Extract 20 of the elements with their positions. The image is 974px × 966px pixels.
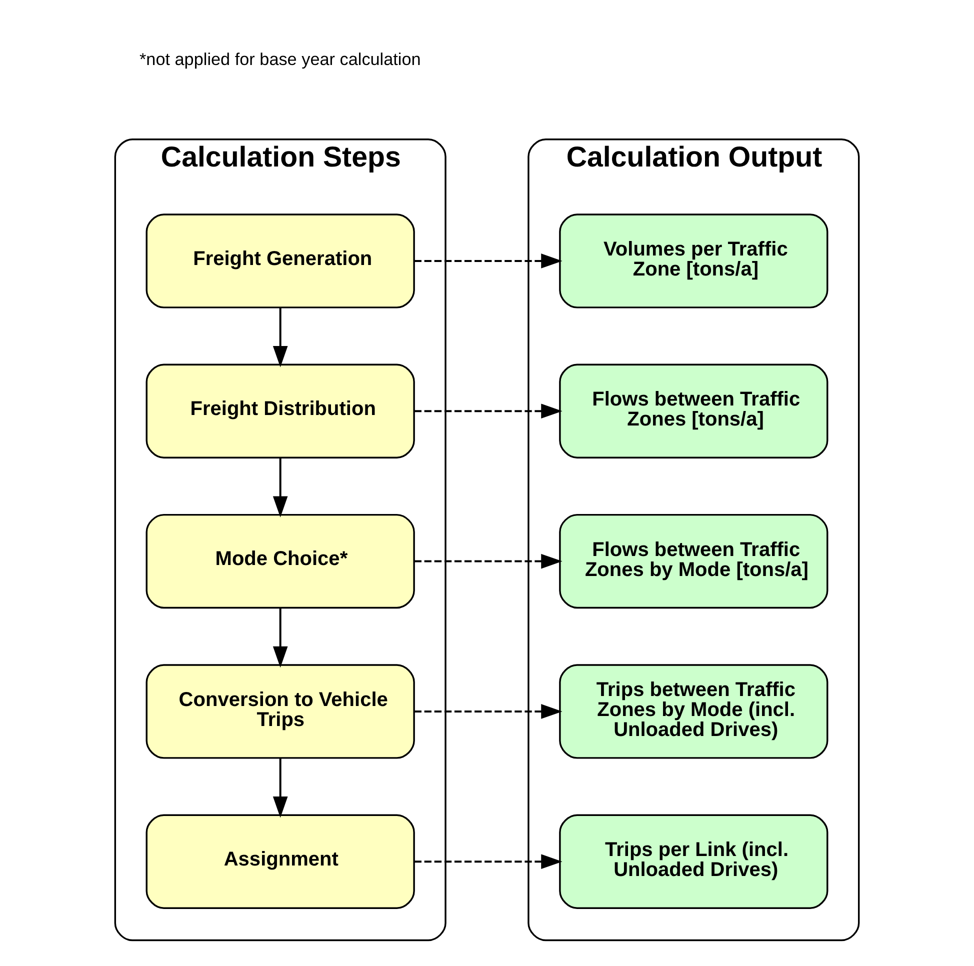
- arrow: [272, 758, 288, 818]
- node-box: Flows between Traffic Zones [tons/a]: [559, 364, 828, 458]
- node-box: Freight Generation: [146, 214, 415, 308]
- arrow: [272, 608, 288, 668]
- arrow: [414, 704, 562, 719]
- arrow: [272, 308, 288, 368]
- node-box: Assignment: [146, 814, 415, 909]
- node-box: Mode Choice*: [146, 514, 415, 609]
- node-box: Trips per Link (incl. Unloaded Drives): [559, 814, 828, 909]
- node-box: Volumes per Traffic Zone [tons/a]: [559, 214, 828, 308]
- arrow: [414, 854, 562, 870]
- arrow: [414, 404, 562, 419]
- node-box: Trips between Traffic Zones by Mode (incl. Unloaded Drives): [559, 664, 828, 759]
- node-box: Conversion to Vehicle Trips: [146, 664, 415, 759]
- arrow: [414, 554, 562, 569]
- arrow: [414, 254, 562, 268]
- arrow: [272, 458, 288, 518]
- node-box: Freight Distribution: [146, 364, 415, 458]
- node-box: Flows between Traffic Zones by Mode [tons/a]: [559, 514, 828, 609]
- label: *not applied for base year calculation: [139, 49, 421, 70]
